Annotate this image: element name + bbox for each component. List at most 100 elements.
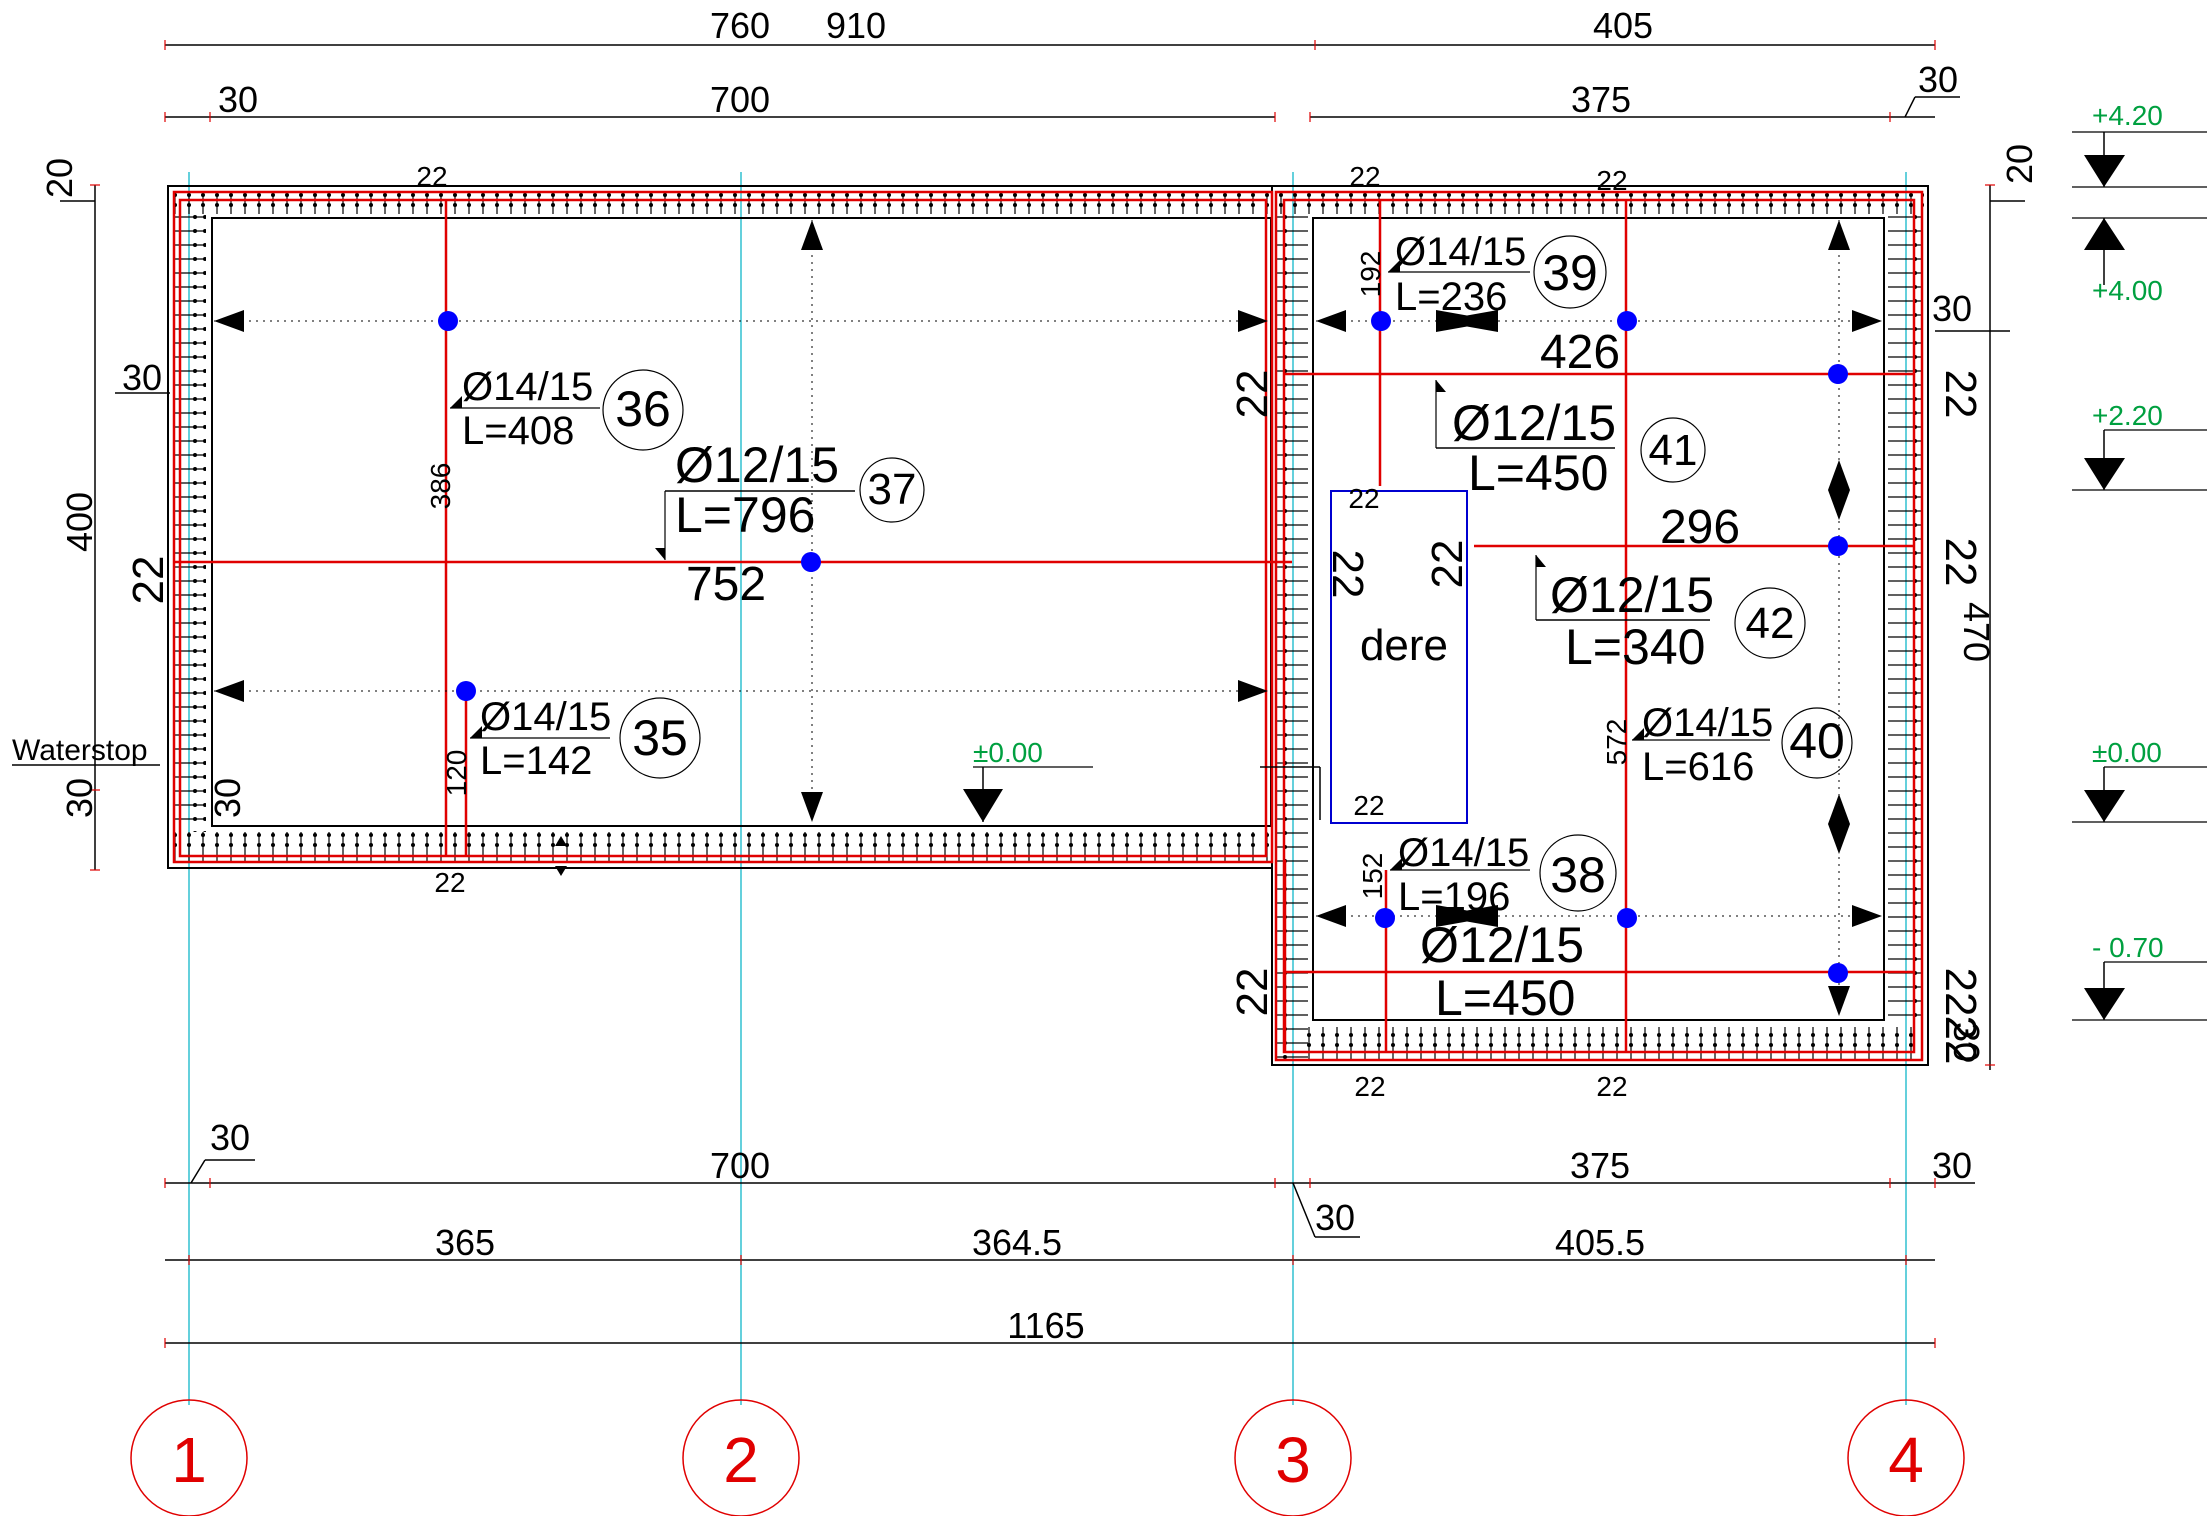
rebar-37-length: L=796 <box>675 487 815 543</box>
bend-22-3: 22 <box>1349 161 1380 192</box>
span-426: 426 <box>1540 326 1620 379</box>
dim-top2-30: 30 <box>218 79 258 120</box>
dim-top2-700: 700 <box>710 79 770 120</box>
axis-1: 1 <box>171 1424 207 1496</box>
len-30: 30 <box>207 778 248 818</box>
dim-right-22d: 22 <box>1936 1016 1985 1065</box>
rebar-39-length: L=236 <box>1395 275 1507 319</box>
rebar-42-spec: Ø12/15 <box>1550 567 1714 623</box>
bend-22-8: 22 <box>1596 1071 1627 1102</box>
rebar-37-spec: Ø12/15 <box>675 437 839 493</box>
wall-22-b: 22 <box>1323 550 1372 599</box>
axis-3: 3 <box>1275 1424 1311 1496</box>
dim-left-20: 20 <box>39 158 80 198</box>
bend-22-7: 22 <box>1354 1071 1385 1102</box>
rebar-38-mark: 38 <box>1550 847 1606 903</box>
wall-22-c: 22 <box>1423 540 1472 589</box>
dim-bot-700: 700 <box>710 1145 770 1186</box>
level-markers <box>963 131 2207 1021</box>
dim-bot-364: 364.5 <box>972 1222 1062 1263</box>
level-000: ±0.00 <box>2092 737 2162 768</box>
len-120: 120 <box>441 750 472 797</box>
dim-left-30b: 30 <box>122 357 162 398</box>
span-752: 752 <box>686 558 766 611</box>
rebar-41-length: L=450 <box>1468 445 1608 501</box>
rebar-39-spec: Ø14/15 <box>1395 230 1526 274</box>
rebar-40-length: L=616 <box>1642 745 1754 789</box>
rebar-dots <box>438 311 1848 983</box>
dim-top-910: 910 <box>826 5 886 46</box>
span-296: 296 <box>1660 501 1740 554</box>
rebar-37-mark: 37 <box>868 465 917 514</box>
dim-bot-30a: 30 <box>210 1117 250 1158</box>
level-220: +2.20 <box>2092 400 2163 431</box>
dim-lines <box>12 44 2025 1344</box>
rebar-mark-circles <box>602 235 1853 912</box>
bend-22-6: 22 <box>1353 790 1384 821</box>
dim-top-760: 760 <box>710 5 770 46</box>
rebar-bottom-length: L=450 <box>1435 970 1575 1026</box>
dim-bot-1165: 1165 <box>1007 1305 1084 1346</box>
bend-22-5: 22 <box>1348 483 1379 514</box>
rebar-36-spec: Ø14/15 <box>462 365 593 409</box>
dim-right-22b: 22 <box>1936 538 1985 587</box>
leader-tips <box>450 260 1644 870</box>
waterstop-label: Waterstop <box>12 734 148 767</box>
len-386: 386 <box>425 463 456 510</box>
dim-top-405: 405 <box>1593 5 1653 46</box>
dim-right-470: 470 <box>1956 602 1997 662</box>
dim-right-20: 20 <box>1999 144 2040 184</box>
room-label: dere <box>1360 621 1448 670</box>
rebar-bottom-spec: Ø12/15 <box>1420 917 1584 973</box>
rebar-38-length: L=196 <box>1398 875 1510 919</box>
dim-bot-375: 375 <box>1570 1145 1630 1186</box>
wall-22-a: 22 <box>1228 370 1277 419</box>
len-152: 152 <box>1357 853 1388 900</box>
dim-bot-365: 365 <box>435 1222 495 1263</box>
axis-4: 4 <box>1888 1424 1924 1496</box>
rebar-36-length: L=408 <box>462 409 574 453</box>
dim-left-30: 30 <box>59 778 100 818</box>
bend-22-2: 22 <box>434 867 465 898</box>
axis-bubbles <box>130 1399 1965 1516</box>
bend-22-1: 22 <box>416 161 447 192</box>
rebar-35-mark: 35 <box>632 710 688 766</box>
dim-top2-30b: 30 <box>1918 59 1958 100</box>
level-070: - 0.70 <box>2092 932 2164 963</box>
dim-bot-30c: 30 <box>1315 1197 1355 1238</box>
dim-right-30: 30 <box>1932 288 1972 329</box>
bend-22-4: 22 <box>1596 165 1627 196</box>
axis-2: 2 <box>723 1424 759 1496</box>
rebar-39-mark: 39 <box>1542 245 1598 301</box>
rebar-40-mark: 40 <box>1789 713 1845 769</box>
span-arrows <box>214 220 1882 1016</box>
level-400: +4.00 <box>2092 275 2163 306</box>
dim-right-22c: 22 <box>1936 968 1985 1017</box>
len-192: 192 <box>1355 251 1386 298</box>
dim-top2-375: 375 <box>1571 79 1631 120</box>
dim-left-22: 22 <box>124 556 173 605</box>
dim-bot-405: 405.5 <box>1555 1222 1645 1263</box>
wall-22-d: 22 <box>1228 968 1277 1017</box>
rebar-41-mark: 41 <box>1649 426 1698 475</box>
dim-right-22a: 22 <box>1936 370 1985 419</box>
rebar-40-spec: Ø14/15 <box>1642 701 1773 745</box>
rebar-41-spec: Ø12/15 <box>1452 395 1616 451</box>
rebar-35-spec: Ø14/15 <box>480 695 611 739</box>
dim-bot-30b: 30 <box>1932 1145 1972 1186</box>
rebar-lines <box>172 190 1924 1062</box>
dim-ticks <box>90 40 1995 1348</box>
dim-right-30b: 30 <box>1946 1022 1987 1062</box>
len-572: 572 <box>1601 719 1632 766</box>
dim-left-400: 400 <box>59 492 100 552</box>
leaders <box>450 271 1770 871</box>
level-420: +4.20 <box>2092 100 2163 131</box>
rebar-35-length: L=142 <box>480 739 592 783</box>
rebar-38-spec: Ø14/15 <box>1398 831 1529 875</box>
room-outline <box>1330 490 1468 824</box>
span-lines <box>214 220 1882 1016</box>
rebar-42-mark: 42 <box>1746 599 1795 648</box>
rebar-42-length: L=340 <box>1565 619 1705 675</box>
level-slab: ±0.00 <box>973 737 1043 768</box>
